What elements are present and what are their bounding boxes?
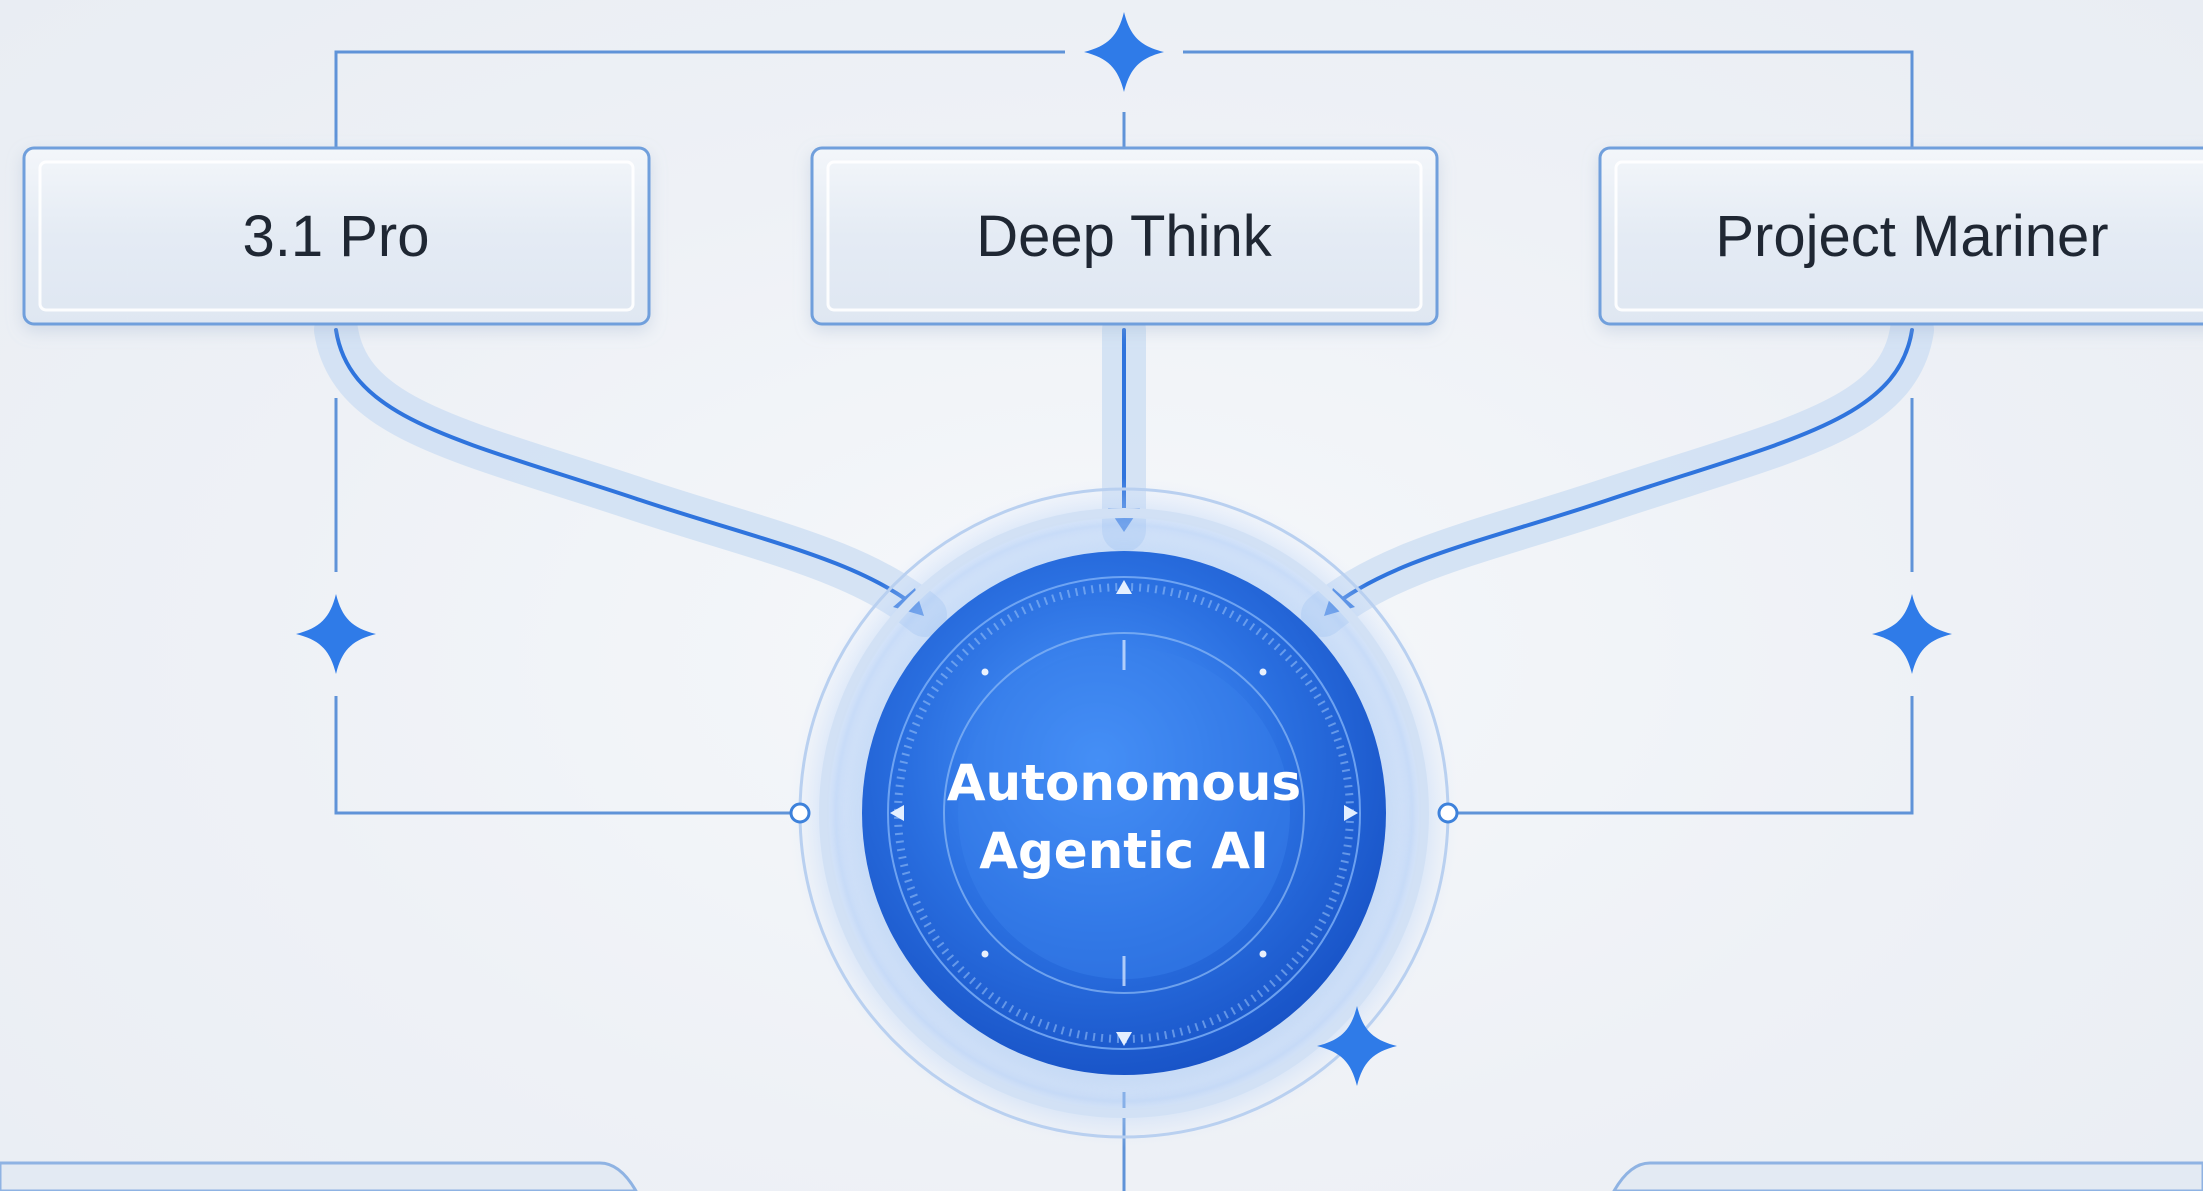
hub-title-line-2: Agentic AI (979, 822, 1268, 880)
node-box-project-mariner[interactable] (1598, 146, 2203, 326)
sparkle-icon (296, 594, 376, 674)
node-label-deep-think: Deep Think (976, 204, 1273, 269)
bottom-right-box-partial (1612, 1161, 2203, 1191)
node-box-3-1-pro[interactable] (22, 146, 651, 326)
node-box-deep-think[interactable] (810, 146, 1439, 326)
connector-dot-icon (789, 802, 1459, 824)
sparkle-icon (1084, 12, 1164, 92)
node-label-3-1-pro: 3.1 Pro (243, 204, 430, 269)
sparkle-icon (1872, 594, 1952, 674)
top-bracket-lines (334, 50, 1914, 148)
node-label-project-mariner: Project Mariner (1715, 204, 2108, 269)
hub-core (862, 551, 1386, 1075)
hub-title-line-1: Autonomous (947, 754, 1301, 812)
bottom-left-box-partial (0, 1161, 638, 1191)
side-bracket-lines (334, 398, 1914, 1191)
sparkle-icon (1317, 1006, 1397, 1086)
